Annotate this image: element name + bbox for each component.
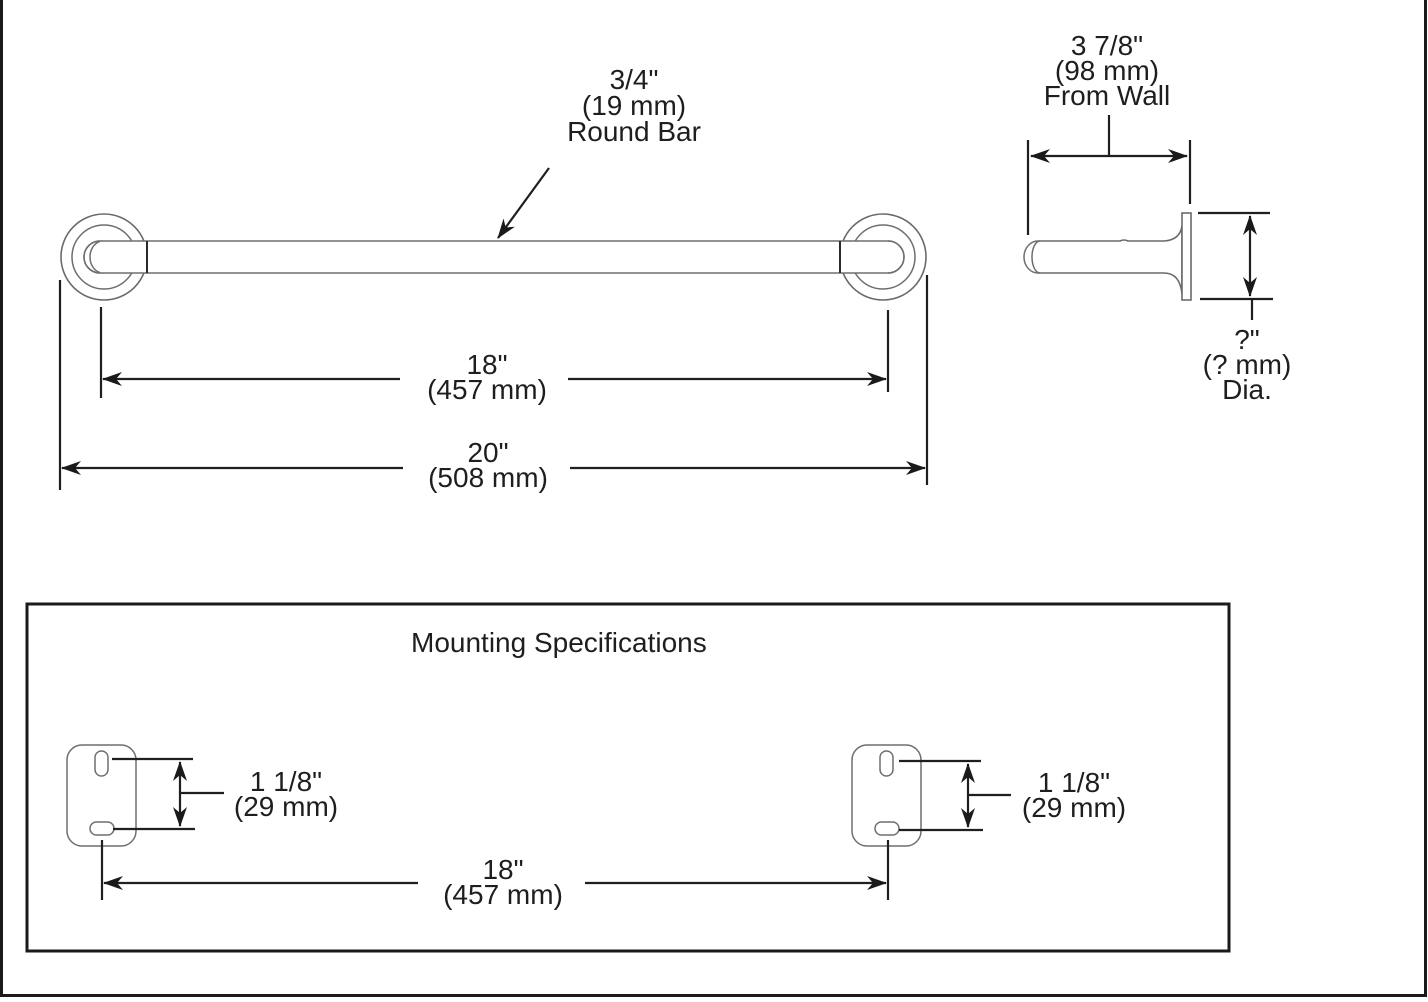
round-bar-size: 3/4" (609, 64, 659, 95)
flange-diameter-imperial: ?" (1234, 324, 1260, 355)
mounting-box (25, 602, 1231, 953)
left-bracket-top-slot (94, 750, 109, 777)
projection-label: 3 7/8" (98 mm) From Wall (1043, 30, 1171, 111)
flange-diameter-metric: (? mm) (1202, 349, 1292, 380)
left-bracket-bottom-slot (89, 821, 115, 836)
right-bracket-bottom-slot (874, 821, 900, 836)
right-bracket-spacing-imperial: 1 1/8" (1037, 767, 1111, 798)
overall-dimension-label: 20" (508 mm) (428, 437, 548, 493)
flange-diameter-label: ?" (? mm) Dia. (1202, 324, 1292, 405)
projection-metric: (98 mm) (1054, 55, 1160, 86)
projection-desc: From Wall (1043, 80, 1171, 111)
right-mounting-bracket (851, 744, 1011, 900)
round-bar-leader-arrow (497, 167, 550, 239)
round-bar-desc: Round Bar (567, 116, 701, 147)
right-bracket-plate (851, 744, 922, 847)
flange-diameter-desc: Dia. (1222, 374, 1272, 405)
right-bracket-spacing-label: 1 1/8" (29 mm) (1021, 767, 1127, 823)
center-dimension-imperial: 18" (466, 349, 508, 380)
overall-dimension-metric: (508 mm) (428, 462, 548, 493)
overall-dimension-imperial: 20" (467, 437, 509, 468)
side-post-profile (1038, 225, 1183, 295)
side-post-cap-inner (1031, 240, 1041, 274)
right-bracket-spacing-metric: (29 mm) (1021, 792, 1127, 823)
side-view (1023, 115, 1273, 320)
left-bracket-plate (66, 744, 137, 847)
side-flange (1181, 212, 1192, 301)
left-mounting-bracket (66, 744, 224, 900)
right-bracket-top-slot (879, 750, 894, 777)
mounting-center-dimension-metric: (457 mm) (443, 879, 563, 910)
left-bracket-spacing-metric: (29 mm) (233, 791, 339, 822)
mounting-center-dimension-label: 18" (457 mm) (443, 854, 563, 910)
round-bar-size-metric: (19 mm) (581, 90, 687, 121)
front-view (58, 167, 929, 490)
center-dimension-metric: (457 mm) (427, 374, 547, 405)
left-bracket-spacing-label: 1 1/8" (29 mm) (233, 766, 339, 822)
left-bracket-spacing-imperial: 1 1/8" (249, 766, 323, 797)
round-bar-callout-label: 3/4" (19 mm) Round Bar (567, 64, 701, 147)
mounting-specifications (25, 602, 1231, 953)
mounting-specifications-title: Mounting Specifications (411, 627, 707, 658)
projection-imperial: 3 7/8" (1070, 30, 1144, 61)
side-post-cap-outer (1023, 240, 1039, 274)
center-dimension-label: 18" (457 mm) (427, 349, 547, 405)
mounting-center-dimension-imperial: 18" (482, 854, 524, 885)
